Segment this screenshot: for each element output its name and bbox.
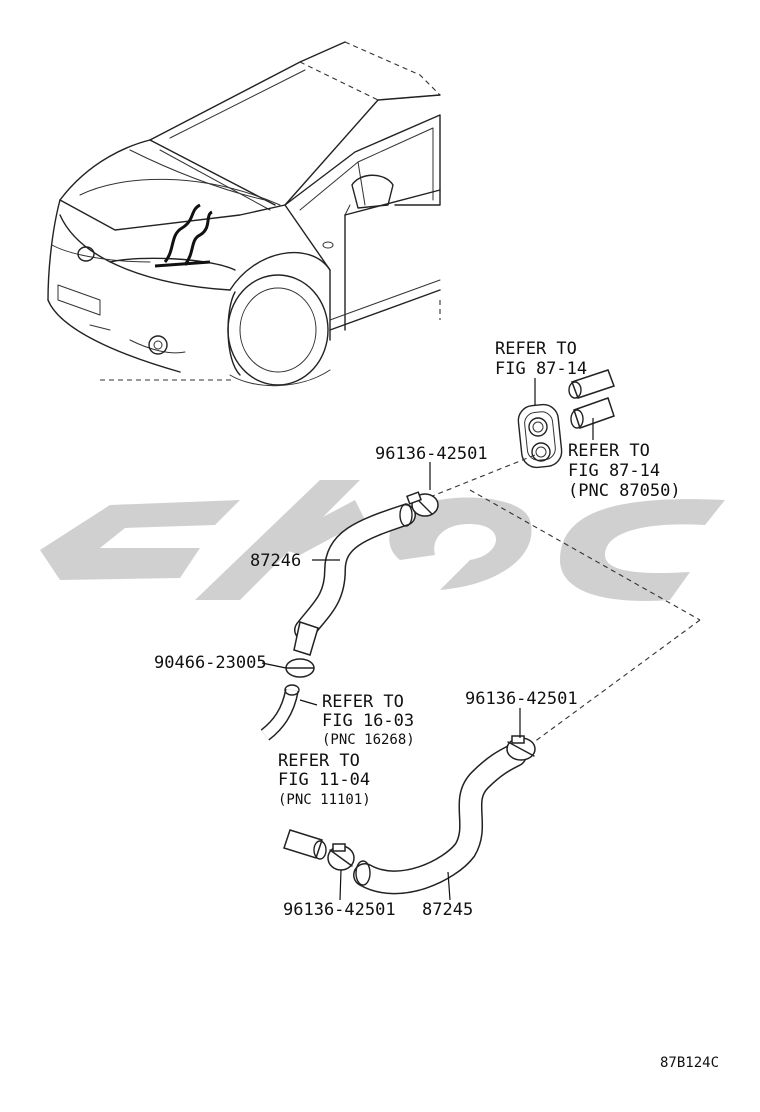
callout-low-refer-line2: FIG 11-04 [278,770,370,790]
label-hose-87245: 87245 [422,900,473,920]
watermark-logo [40,480,725,601]
label-clamp-right: 96136-42501 [465,689,578,709]
callout-right-refer-line2: FIG 87-14 [568,461,660,481]
callout-low-refer-line3: (PNC 11101) [278,792,371,808]
label-clip-90466: 90466-23005 [154,653,267,673]
pipe-fig-11-04 [283,829,327,860]
callout-right-refer: REFER TO FIG 87-14 (PNC 87050) [568,441,681,501]
callout-mid-refer-line1: REFER TO [322,692,404,712]
callout-right-refer-line1: REFER TO [568,441,650,461]
clamp-top [406,491,439,517]
label-clamp-top: 96136-42501 [375,444,488,464]
callout-right-refer-line3: (PNC 87050) [568,481,681,501]
callout-mid-refer: REFER TO FIG 16-03 (PNC 16268) [322,692,415,748]
hose-87246 [293,503,416,656]
pipe-fig-16-03 [260,684,300,741]
callout-low-refer-line1: REFER TO [278,751,360,771]
callout-mid-refer-line2: FIG 16-03 [322,711,414,731]
callout-top-refer-line2: FIG 87-14 [495,359,587,379]
nozzle-pipes [568,369,615,429]
label-hose-87246: 87246 [250,551,301,571]
grommet-connector [517,403,563,469]
clamp-right [506,735,536,761]
vehicle-illustration [47,41,441,387]
hose-87245 [353,743,527,895]
label-clamp-bottom: 96136-42501 [283,900,396,920]
callout-top-refer-line1: REFER TO [495,339,577,359]
clamp-bottom [327,843,355,871]
callout-low-refer: REFER TO FIG 11-04 (PNC 11101) [278,751,371,808]
diagram-code: 87B124C [660,1055,719,1071]
callout-top-refer: REFER TO FIG 87-14 [495,339,587,379]
callout-mid-refer-line3: (PNC 16268) [322,732,415,748]
clip-90466 [285,658,315,678]
